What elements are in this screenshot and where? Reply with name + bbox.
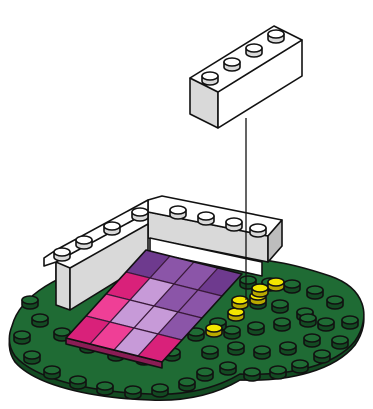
green-stud — [254, 346, 270, 359]
stud-top — [54, 248, 70, 256]
stud-top — [70, 376, 86, 384]
stud-top — [272, 300, 288, 308]
green-stud — [14, 331, 30, 344]
stud-top — [228, 342, 244, 350]
stud-top — [170, 206, 186, 214]
stud-top — [274, 318, 290, 326]
float-brick-stud — [224, 58, 240, 71]
yellow-stud — [268, 278, 284, 291]
green-stud — [179, 378, 195, 391]
stud-top — [97, 382, 113, 390]
green-stud — [300, 314, 316, 327]
green-stud — [292, 360, 308, 373]
stud-top — [252, 284, 268, 292]
stud-top — [226, 218, 242, 226]
stud-top — [152, 384, 168, 392]
white-stud — [198, 212, 214, 225]
green-stud — [248, 322, 264, 335]
float-brick-stud — [202, 72, 218, 85]
stud-top — [248, 322, 264, 330]
green-stud — [22, 296, 38, 309]
green-stud — [220, 362, 236, 375]
stud-top — [32, 314, 48, 322]
stud-top — [202, 72, 218, 80]
stud-top — [198, 212, 214, 220]
green-stud — [70, 376, 86, 389]
stud-top — [254, 346, 270, 354]
left-brick-end — [56, 262, 70, 310]
stud-top — [197, 368, 213, 376]
stud-top — [268, 278, 284, 286]
stud-top — [307, 286, 323, 294]
green-stud — [125, 386, 141, 399]
green-stud — [32, 314, 48, 327]
stud-top — [24, 351, 40, 359]
white-stud — [76, 236, 92, 249]
stud-top — [342, 316, 358, 324]
white-stud — [250, 224, 266, 237]
green-stud — [274, 318, 290, 331]
stud-top — [304, 334, 320, 342]
yellow-stud — [206, 324, 222, 337]
white-1x4-brick-floating — [190, 26, 302, 128]
green-stud — [228, 342, 244, 355]
stud-top — [292, 360, 308, 368]
green-stud — [284, 280, 300, 293]
white-stud — [54, 248, 70, 261]
green-stud — [202, 346, 218, 359]
white-stud — [226, 218, 242, 231]
green-stud — [318, 318, 334, 331]
stud-top — [14, 331, 30, 339]
stud-top — [44, 366, 60, 374]
yellow-stud — [252, 284, 268, 297]
stud-top — [202, 346, 218, 354]
stud-top — [104, 222, 120, 230]
stud-top — [246, 44, 262, 52]
green-stud — [152, 384, 168, 397]
green-stud — [197, 368, 213, 381]
stud-top — [332, 336, 348, 344]
white-stud — [170, 206, 186, 219]
stud-top — [244, 368, 260, 376]
white-stud — [104, 222, 120, 235]
stud-top — [270, 366, 286, 374]
green-stud — [244, 368, 260, 381]
stud-top — [132, 208, 148, 216]
stud-top — [300, 314, 316, 322]
green-stud — [97, 382, 113, 395]
green-stud — [307, 286, 323, 299]
stud-top — [54, 328, 70, 336]
stud-top — [327, 296, 343, 304]
stud-top — [314, 350, 330, 358]
green-stud — [272, 300, 288, 313]
stud-top — [206, 324, 222, 332]
stud-top — [76, 236, 92, 244]
white-stud — [132, 208, 148, 221]
green-stud — [314, 350, 330, 363]
stud-top — [179, 378, 195, 386]
stud-top — [250, 224, 266, 232]
stud-top — [224, 58, 240, 66]
float-brick-stud — [246, 44, 262, 57]
float-brick-stud — [268, 30, 284, 43]
stud-top — [240, 276, 256, 284]
green-stud — [327, 296, 343, 309]
stud-top — [220, 362, 236, 370]
stud-top — [280, 342, 296, 350]
green-stud — [304, 334, 320, 347]
yellow-stud — [228, 308, 244, 321]
green-stud — [44, 366, 60, 379]
green-stud — [332, 336, 348, 349]
stud-top — [22, 296, 38, 304]
green-stud — [280, 342, 296, 355]
stud-top — [318, 318, 334, 326]
stud-top — [125, 386, 141, 394]
green-stud — [342, 316, 358, 329]
stud-top — [268, 30, 284, 38]
green-stud — [270, 366, 286, 379]
stud-top — [284, 280, 300, 288]
green-stud — [24, 351, 40, 364]
